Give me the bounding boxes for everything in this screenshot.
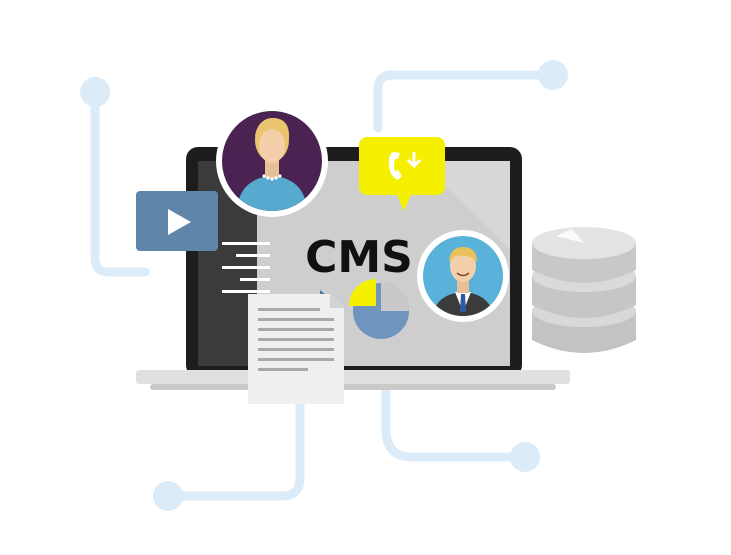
laptop-base bbox=[136, 370, 570, 384]
connector-network bbox=[90, 70, 558, 501]
connector-bottom-left bbox=[163, 395, 305, 501]
text-lines-icon bbox=[222, 242, 270, 293]
cms-label: CMS bbox=[305, 232, 413, 283]
woman-avatar-icon bbox=[216, 105, 328, 217]
database-icon bbox=[532, 227, 636, 353]
man-avatar-icon bbox=[417, 230, 509, 322]
connector-bottom-right bbox=[381, 383, 530, 462]
laptop-base-shadow bbox=[150, 384, 556, 390]
video-play-icon bbox=[136, 191, 218, 251]
connector-left bbox=[90, 87, 150, 277]
connector-dot bbox=[538, 60, 568, 90]
connector-dot bbox=[80, 77, 110, 107]
document-icon bbox=[248, 294, 344, 404]
connector-top bbox=[373, 70, 558, 133]
chat-phone-icon bbox=[359, 137, 445, 211]
connector-dot bbox=[153, 481, 183, 511]
connector-dots bbox=[80, 60, 568, 511]
connector-dot bbox=[510, 442, 540, 472]
